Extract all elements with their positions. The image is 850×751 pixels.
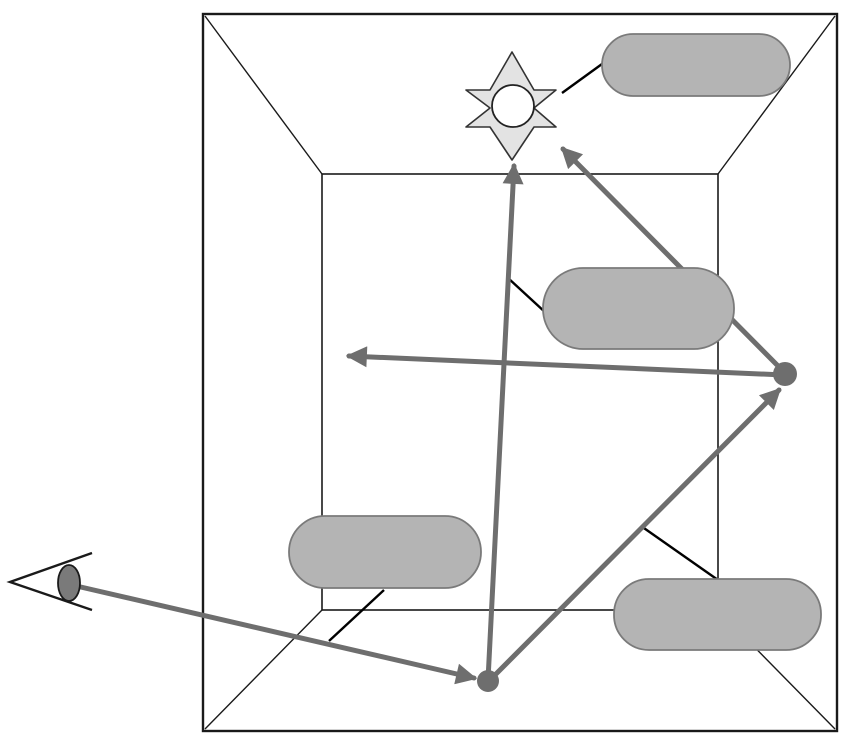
leader-light (561, 63, 603, 94)
wall-to-left-ray (345, 346, 787, 378)
floor-bounce-point (477, 670, 499, 692)
labels (288, 33, 822, 651)
wall-bounce-point (773, 362, 797, 386)
leader-floor (328, 589, 385, 642)
edge-top-right (717, 15, 836, 175)
right-wall-label-pill (613, 578, 822, 651)
back-wall-label (542, 267, 735, 350)
light-source-label-pill (601, 33, 791, 97)
back-wall-label-pill (542, 267, 735, 350)
floor-to-light-ray (485, 162, 524, 683)
leader-lines (328, 63, 719, 642)
wall-to-light-ray (560, 146, 787, 375)
leader-back-wall (507, 277, 547, 314)
eye-pupil (57, 564, 81, 602)
viewer (6, 551, 93, 612)
right-wall-label (613, 578, 822, 651)
floor-label-pill (288, 515, 482, 589)
light-source (465, 51, 557, 161)
rays (69, 146, 787, 685)
eye-ray (69, 582, 478, 685)
leader-right-wall (640, 525, 719, 581)
outer-frame (201, 12, 839, 733)
floor-to-wall-ray (487, 387, 782, 683)
light-bulb (491, 84, 535, 128)
edge-top-left (204, 15, 323, 175)
edge-bottom-left (204, 609, 323, 730)
floor-label (288, 515, 482, 589)
light-source-label (601, 33, 791, 97)
